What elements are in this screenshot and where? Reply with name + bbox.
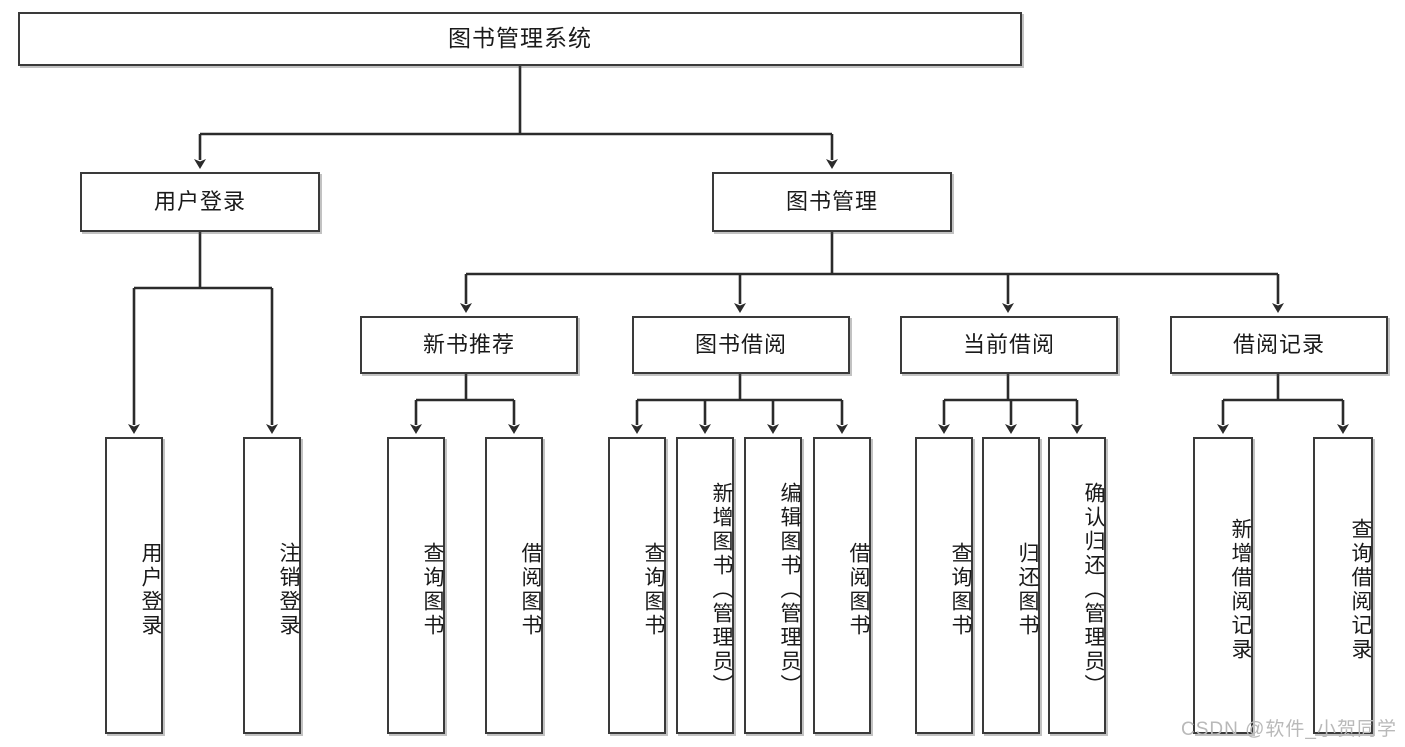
node-label: 查询图书 xyxy=(642,541,665,638)
node-new-book-recommendation[interactable]: 新书推荐 xyxy=(360,316,578,374)
node-label: 编辑图书（管理员） xyxy=(778,481,801,698)
node-label: 图书管理 xyxy=(785,188,878,214)
node-label: 归还图书 xyxy=(1016,541,1039,638)
csdn-watermark: CSDN @软件_小贺同学 xyxy=(1181,719,1397,740)
node-label: 查询借阅记录 xyxy=(1349,517,1372,662)
leaf-user-login[interactable]: 用户登录 xyxy=(105,437,163,734)
leaf-logout[interactable]: 注销登录 xyxy=(243,437,301,734)
node-root-book-management-system[interactable]: 图书管理系统 xyxy=(18,12,1022,66)
leaf-return-books[interactable]: 归还图书 xyxy=(982,437,1040,734)
node-book-management-module[interactable]: 图书管理 xyxy=(712,172,952,232)
leaf-query-books-recommendation[interactable]: 查询图书 xyxy=(387,437,445,734)
node-label: 查询图书 xyxy=(421,541,444,638)
node-current-borrowing[interactable]: 当前借阅 xyxy=(900,316,1118,374)
node-borrowing-records[interactable]: 借阅记录 xyxy=(1170,316,1388,374)
node-label: 借阅记录 xyxy=(1232,331,1325,357)
node-label: 确认归还（管理员） xyxy=(1082,481,1105,698)
leaf-edit-book-admin[interactable]: 编辑图书（管理员） xyxy=(744,437,802,734)
node-label: 借阅图书 xyxy=(847,541,870,638)
node-label: 新书推荐 xyxy=(422,331,515,357)
node-label: 查询图书 xyxy=(949,541,972,638)
node-label: 用户登录 xyxy=(139,541,162,638)
leaf-add-book-admin[interactable]: 新增图书（管理员） xyxy=(676,437,734,734)
node-label: 注销登录 xyxy=(277,541,300,638)
node-label: 图书管理系统 xyxy=(448,25,592,52)
node-label: 用户登录 xyxy=(153,188,246,214)
leaf-query-books-borrowing[interactable]: 查询图书 xyxy=(608,437,666,734)
node-user-login-module[interactable]: 用户登录 xyxy=(80,172,320,232)
node-book-borrowing[interactable]: 图书借阅 xyxy=(632,316,850,374)
node-label: 当前借阅 xyxy=(962,331,1055,357)
leaf-add-borrowing-record[interactable]: 新增借阅记录 xyxy=(1193,437,1253,734)
leaf-borrow-books-recommendation[interactable]: 借阅图书 xyxy=(485,437,543,734)
node-label: 图书借阅 xyxy=(694,331,787,357)
leaf-query-borrowing-record[interactable]: 查询借阅记录 xyxy=(1313,437,1373,734)
leaf-query-books-current[interactable]: 查询图书 xyxy=(915,437,973,734)
node-label: 新增图书（管理员） xyxy=(710,481,733,698)
leaf-borrow-books-borrowing[interactable]: 借阅图书 xyxy=(813,437,871,734)
node-label: 新增借阅记录 xyxy=(1229,517,1252,662)
node-label: 借阅图书 xyxy=(519,541,542,638)
leaf-confirm-return-admin[interactable]: 确认归还（管理员） xyxy=(1048,437,1106,734)
